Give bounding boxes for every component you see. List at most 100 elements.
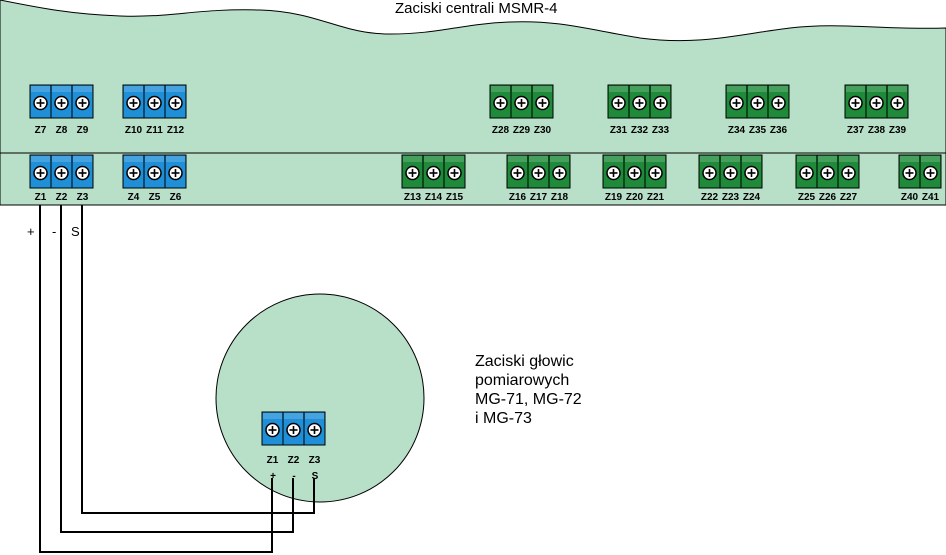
terminal-slot-top bbox=[609, 86, 628, 92]
terminal-label: Z3 bbox=[77, 192, 89, 203]
wire-signal bbox=[81, 205, 315, 514]
terminal-label: Z25 bbox=[798, 192, 816, 203]
terminal-slot-top bbox=[888, 86, 907, 92]
terminal-slot-top bbox=[604, 156, 623, 162]
terminal-label: Z10 bbox=[125, 125, 143, 136]
head-terminal-sign: + bbox=[270, 471, 276, 482]
terminal-slot-top bbox=[797, 156, 816, 162]
terminal-slot-top bbox=[625, 156, 644, 162]
terminal-label: Z20 bbox=[626, 192, 644, 203]
terminal-label: Z5 bbox=[149, 192, 161, 203]
head-terminal-sign: S bbox=[312, 471, 319, 482]
terminal-slot-top bbox=[742, 156, 761, 162]
terminal-slot-top bbox=[145, 86, 164, 92]
terminal-label: Z31 bbox=[610, 125, 628, 136]
terminal-label: Z28 bbox=[492, 125, 510, 136]
terminal-slot-top bbox=[921, 156, 940, 162]
terminal-slot-top bbox=[31, 156, 50, 162]
wire-minus bbox=[60, 205, 294, 533]
terminal-label: Z21 bbox=[647, 192, 665, 203]
terminal-slot-top bbox=[818, 156, 837, 162]
terminal-label: Z29 bbox=[513, 125, 531, 136]
terminal-slot-top bbox=[73, 86, 92, 92]
terminal-label: Z33 bbox=[652, 125, 670, 136]
wire-plus bbox=[39, 205, 273, 553]
head-caption-line-3: MG-71, MG-72 bbox=[475, 391, 582, 408]
lower-terminal-block-1: Z1 Z2 Z3 bbox=[29, 154, 94, 203]
head-caption-line-1: Zaciski głowic bbox=[475, 353, 574, 370]
head-caption-line-4: i MG-73 bbox=[475, 410, 532, 427]
terminal-slot-top bbox=[651, 86, 670, 92]
central-panel bbox=[0, 0, 946, 206]
terminal-slot-top bbox=[867, 86, 886, 92]
terminal-slot-top bbox=[166, 156, 185, 162]
terminal-slot-top bbox=[700, 156, 719, 162]
terminal-label: Z1 bbox=[267, 455, 279, 466]
terminal-slot-top bbox=[166, 86, 185, 92]
terminal-label: Z36 bbox=[770, 125, 788, 136]
terminal-label: Z7 bbox=[35, 125, 47, 136]
terminal-slot-top bbox=[529, 156, 548, 162]
terminal-slot-top bbox=[727, 86, 746, 92]
terminal-label: Z34 bbox=[728, 125, 746, 136]
terminal-slot-top bbox=[124, 156, 143, 162]
terminal-label: Z4 bbox=[128, 192, 140, 203]
terminal-label: Z14 bbox=[425, 192, 443, 203]
terminal-slot-top bbox=[721, 156, 740, 162]
head-terminal-block: Z1 Z2 Z3 bbox=[261, 411, 326, 466]
terminal-label: Z26 bbox=[819, 192, 837, 203]
terminal-label: Z23 bbox=[722, 192, 740, 203]
terminal-label: Z15 bbox=[446, 192, 464, 203]
terminal-slot-top bbox=[263, 413, 282, 419]
terminal-label: Z22 bbox=[701, 192, 719, 203]
terminal-label: Z17 bbox=[530, 192, 548, 203]
terminal-label: Z32 bbox=[631, 125, 649, 136]
terminal-slot-top bbox=[630, 86, 649, 92]
terminal-label: Z11 bbox=[146, 125, 163, 136]
terminal-label: Z6 bbox=[170, 192, 182, 203]
panel-title: Zaciski centrali MSMR-4 bbox=[395, 0, 558, 17]
terminal-label: Z12 bbox=[167, 125, 185, 136]
terminal-slot-top bbox=[491, 86, 510, 92]
lower-terminal-block-2: Z4 Z5 Z6 bbox=[122, 154, 187, 203]
terminal-slot-top bbox=[508, 156, 527, 162]
terminal-label: Z2 bbox=[56, 192, 68, 203]
terminal-slot-top bbox=[839, 156, 858, 162]
wire-label-minus: - bbox=[52, 224, 56, 239]
head-terminal-sign: - bbox=[292, 471, 295, 482]
terminal-slot-top bbox=[646, 156, 665, 162]
terminal-label: Z19 bbox=[605, 192, 623, 203]
terminal-label: Z13 bbox=[404, 192, 422, 203]
terminal-label: Z39 bbox=[889, 125, 907, 136]
terminal-slot-top bbox=[846, 86, 865, 92]
head-caption: Zaciski głowic pomiarowych MG-71, MG-72 … bbox=[475, 353, 582, 427]
terminal-label: Z2 bbox=[288, 455, 300, 466]
terminal-label: Z1 bbox=[35, 192, 47, 203]
terminal-slot-top bbox=[73, 156, 92, 162]
terminal-slot-top bbox=[305, 413, 324, 419]
terminal-slot-top bbox=[403, 156, 422, 162]
terminal-label: Z8 bbox=[56, 125, 68, 136]
terminal-slot-top bbox=[424, 156, 443, 162]
wire-label-plus: + bbox=[27, 224, 35, 239]
terminal-slot-top bbox=[52, 86, 71, 92]
terminal-slot-top bbox=[512, 86, 531, 92]
terminal-label: Z3 bbox=[309, 455, 321, 466]
wires bbox=[39, 205, 315, 553]
terminal-slot-top bbox=[533, 86, 552, 92]
terminal-slot-top bbox=[769, 86, 788, 92]
terminal-slot-top bbox=[52, 156, 71, 162]
terminal-label: Z30 bbox=[534, 125, 552, 136]
